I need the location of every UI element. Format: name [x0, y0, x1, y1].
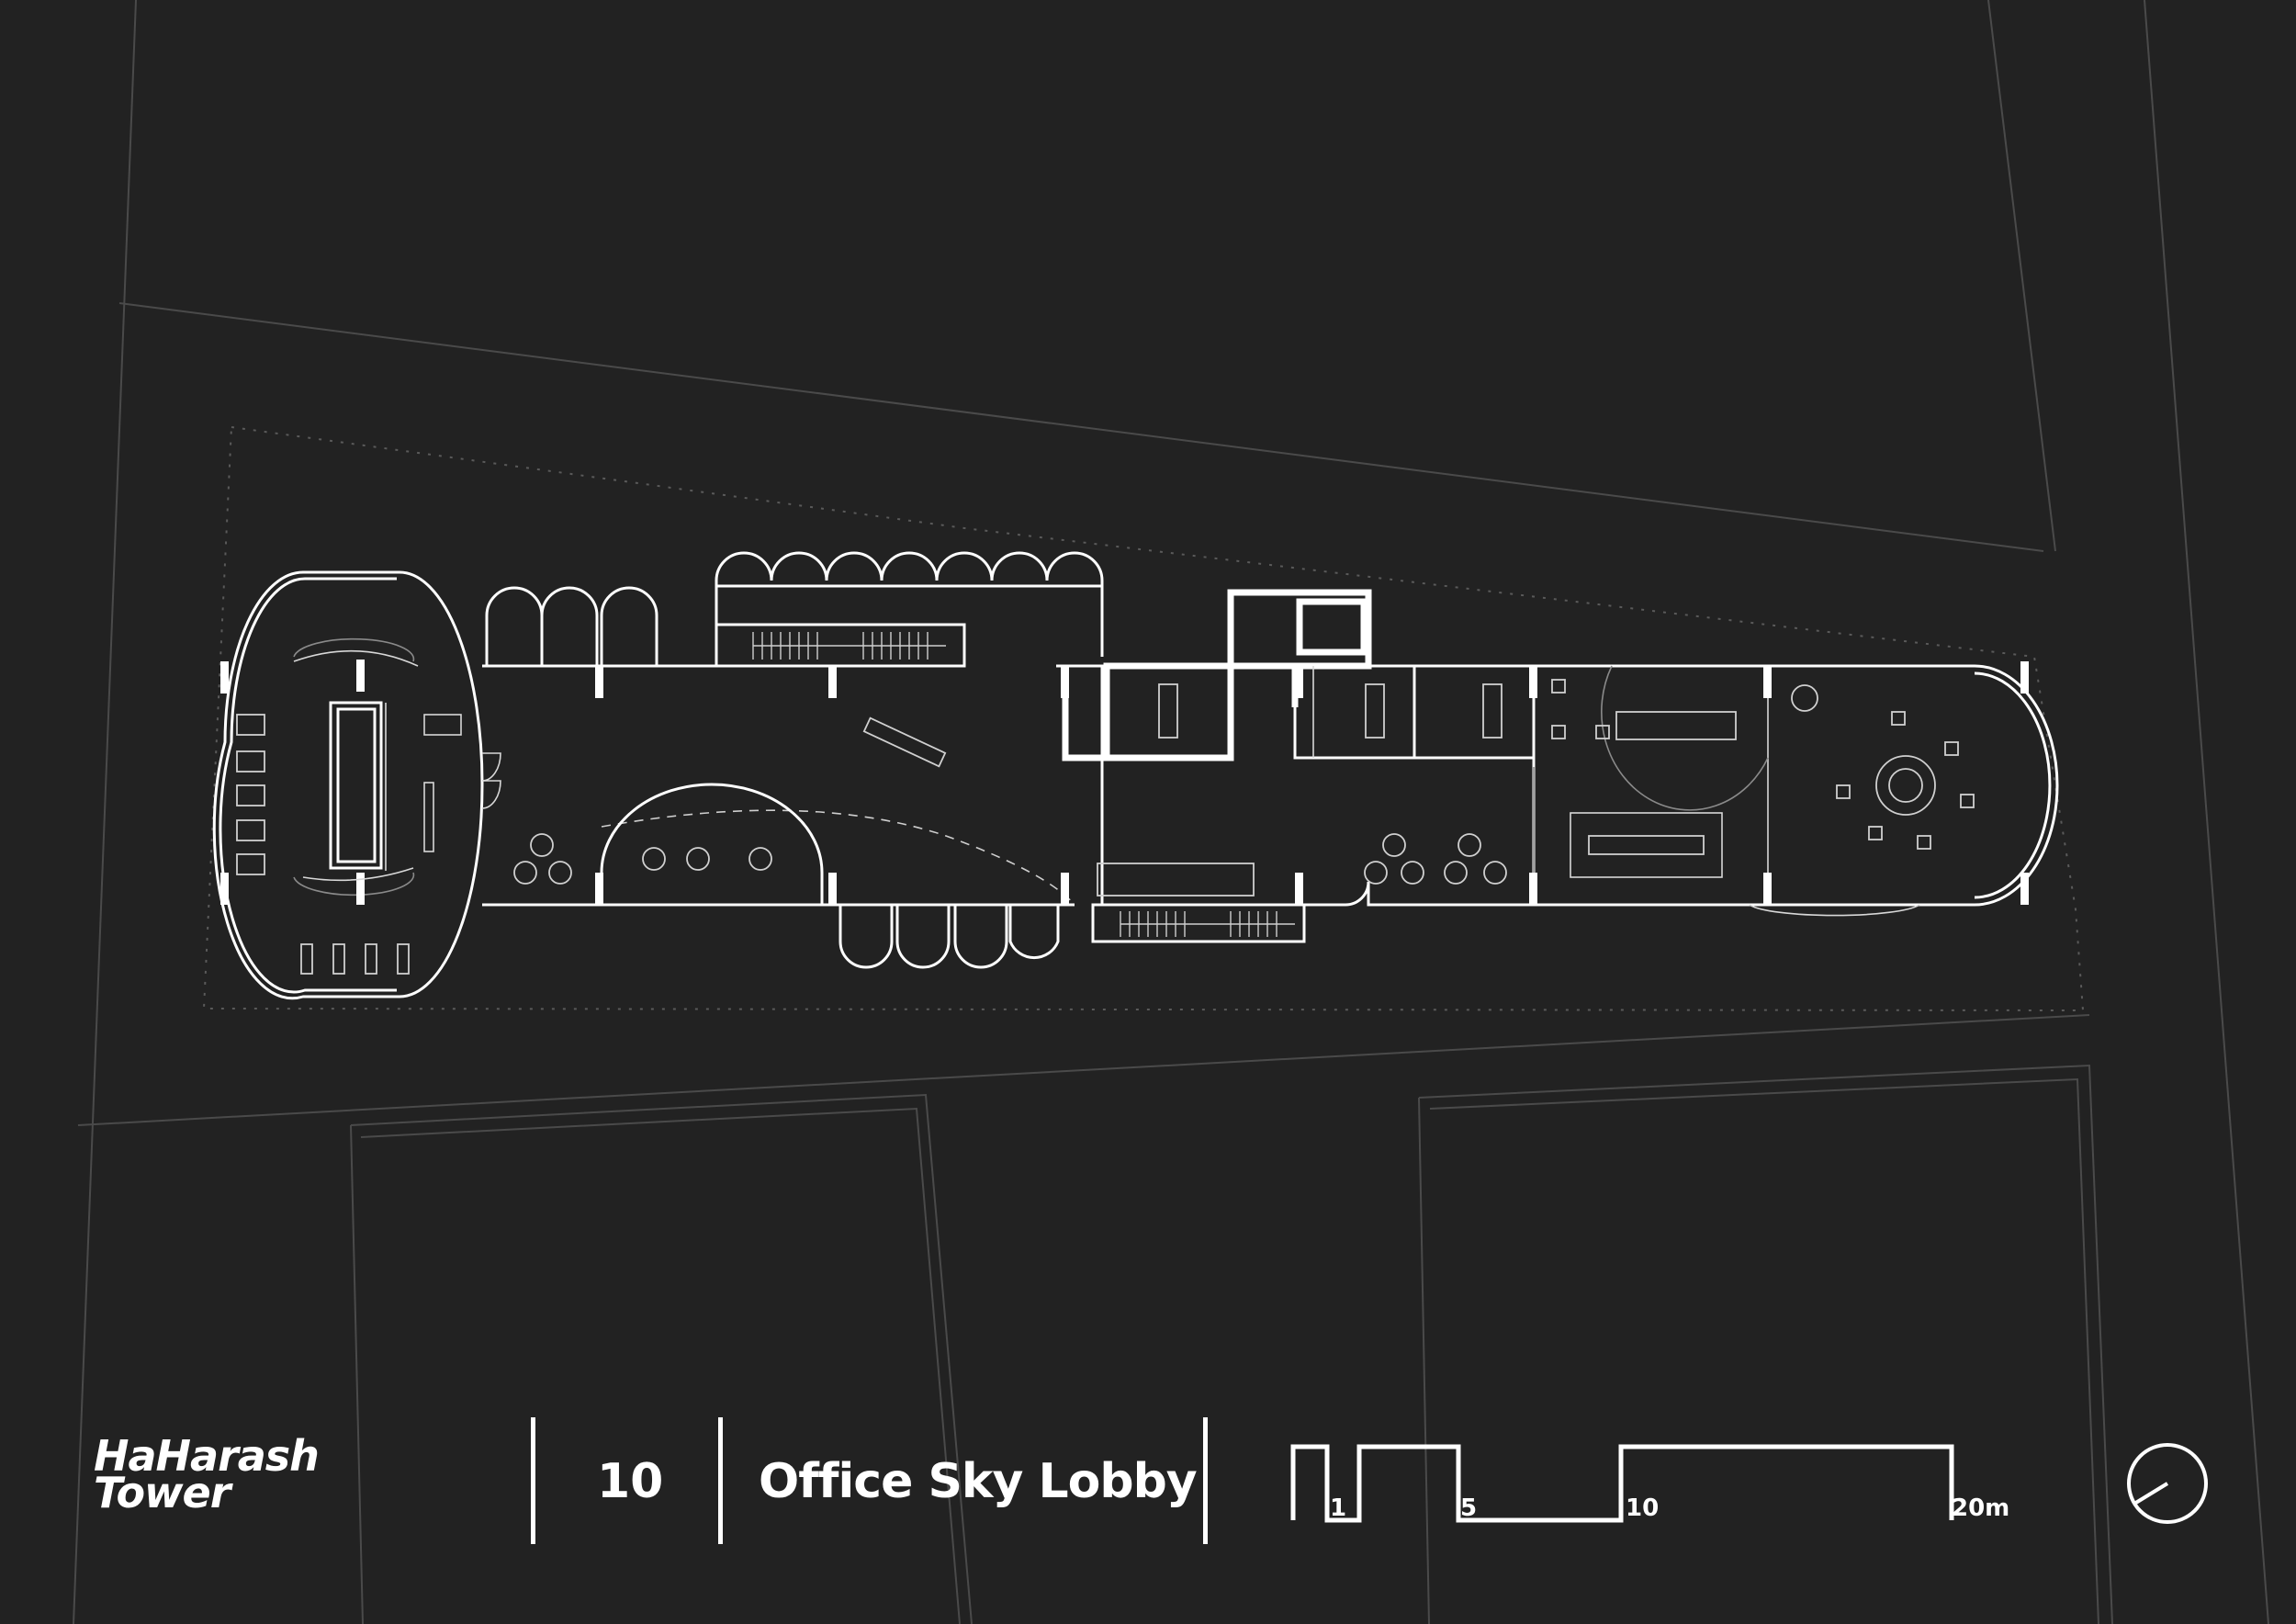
- sheet-name: Office Sky Lobby: [759, 1454, 1198, 1509]
- interior-curves: [293, 637, 1920, 917]
- structural-columns: [220, 660, 2029, 905]
- rotation-arrow-bottom: [302, 867, 414, 882]
- site-context-lines: [73, 0, 2269, 1624]
- scale-bar: [1290, 1444, 1954, 1523]
- rotation-arrow-top: [293, 649, 419, 667]
- title-divider-3: [1203, 1417, 1208, 1544]
- title-divider-2: [718, 1417, 723, 1544]
- sheet-number: 10: [597, 1454, 664, 1509]
- south-pods: [838, 905, 1060, 969]
- north-pods: [485, 551, 1104, 666]
- property-boundary: [202, 426, 2085, 1012]
- scale-label-5: 5: [1460, 1494, 1478, 1522]
- project-title-line-2: Tower: [94, 1468, 231, 1517]
- project-title: HaHarash Tower: [94, 1431, 443, 1517]
- scale-label-1: 1: [1330, 1494, 1347, 1522]
- title-divider-1: [531, 1417, 535, 1544]
- furniture: [236, 679, 1975, 975]
- north-arrow-icon: [2127, 1443, 2208, 1524]
- building-walls: [212, 551, 2059, 1000]
- scale-label-20m: 20m: [1952, 1494, 2010, 1522]
- project-title-line-1: HaHarash: [94, 1431, 320, 1481]
- scale-label-10: 10: [1626, 1494, 1660, 1522]
